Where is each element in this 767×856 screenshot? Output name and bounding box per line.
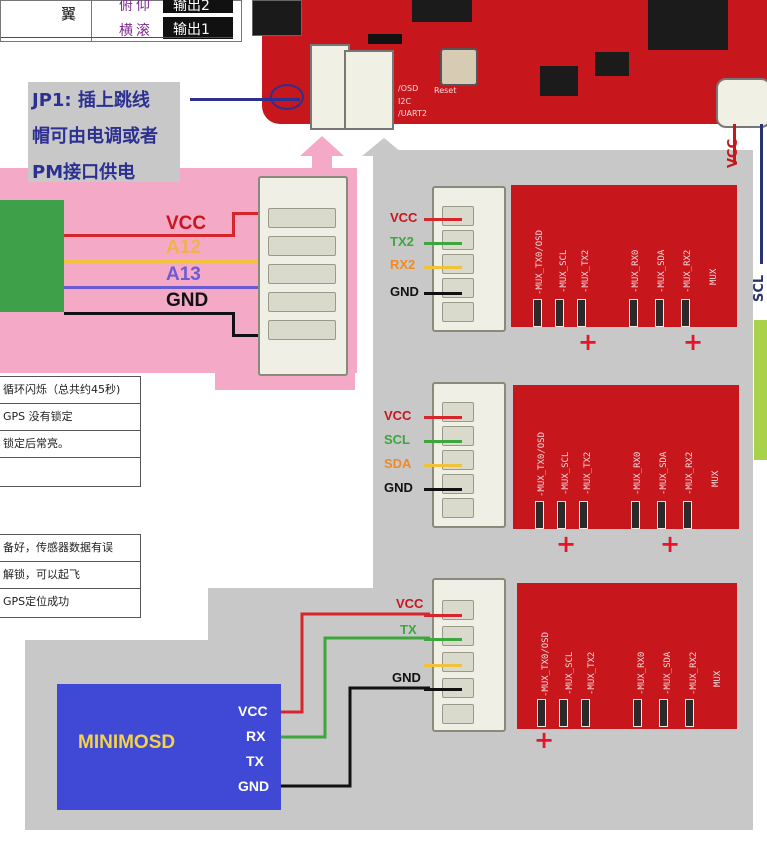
board-connector-right [716, 78, 767, 128]
top-table-cell-mid-2: 横滚 [119, 23, 153, 39]
top-table: 翼 俯仰 横滚 输出2 输出1 [0, 0, 242, 42]
pm-green-board [0, 200, 64, 312]
jp1-note-box [28, 82, 180, 182]
top-table-cell-left: 翼 [61, 5, 77, 23]
module1-label-rx2: RX2 [390, 257, 416, 272]
uart2-label: /UART2 [398, 109, 427, 118]
chip-small [595, 52, 629, 76]
top-table-cell-right-1: 输出2 [173, 0, 210, 14]
pm-wire-vcc [64, 234, 234, 237]
pink-arrow-up [300, 136, 344, 156]
module3-label-gnd: GND [392, 670, 421, 685]
chip-top [412, 0, 472, 22]
module1-pcb: -MUX_TX0/OSD -MUX_SCL -MUX_TX2 -MUX_RX0 … [511, 185, 737, 327]
top-table-cell-right-2: 输出1 [173, 22, 210, 38]
chip-main [648, 0, 728, 50]
pm-label-a13: A13 [166, 264, 201, 285]
pm-label-vcc: VCC [166, 213, 207, 234]
module3-label-vcc: VCC [396, 596, 424, 611]
header-pins [252, 0, 302, 36]
pm-label-a12: A12 [166, 237, 201, 258]
module1-label-gnd: GND [390, 284, 419, 299]
pm-connector [258, 176, 348, 376]
module2-jumper-mark-b: + [660, 530, 681, 558]
pin-black-1 [368, 34, 402, 44]
module2-connector [432, 382, 506, 528]
module2-pcb: -MUX_TX0/OSD -MUX_SCL -MUX_TX2 -MUX_RX0 … [513, 385, 739, 529]
jp1-note-line1: JP1: 插上跳线 [32, 90, 150, 111]
pink-arrow-stem [312, 154, 332, 174]
jp1-pointer-line [190, 98, 300, 101]
green-strip-right [754, 320, 767, 460]
led-table1-row1: 循环闪烁（总共约45秒) [0, 376, 141, 404]
chip-mid [540, 66, 578, 96]
i2c-label: I2C [398, 97, 412, 106]
led-table2-row3: GPS定位成功 [0, 588, 141, 618]
board-connector-i2c [344, 50, 394, 130]
module1-label-tx2: TX2 [390, 234, 414, 249]
minimosd-board [57, 684, 281, 810]
module3-connector [432, 578, 506, 732]
minimosd-pin-gnd: GND [238, 778, 270, 794]
reset-button [440, 48, 478, 86]
jp1-note-line2: 帽可由电调或者 [32, 126, 158, 147]
pm-wire-a12 [64, 260, 297, 263]
jp1-pointer-circle [270, 84, 304, 110]
module1-jumper-mark-a: + [578, 328, 599, 356]
pm-label-gnd: GND [166, 290, 209, 311]
board-connector-osd [310, 44, 350, 130]
led-table2-row2: 解锁，可以起飞 [0, 561, 141, 589]
minimosd-pin-tx: TX [246, 753, 264, 769]
top-table-cell-mid-1: 俯仰 [119, 0, 153, 14]
module3-jumper-mark: + [534, 726, 555, 754]
module2-label-gnd: GND [384, 480, 413, 495]
minimosd-title: MINIMOSD [78, 732, 176, 753]
minimosd-pin-vcc: VCC [238, 703, 268, 719]
module1-connector [432, 186, 506, 332]
jp1-note-line3: PM接口供电 [32, 162, 136, 183]
module3-label-tx: TX [400, 622, 417, 637]
led-table1-row4 [0, 457, 141, 487]
module2-label-vcc: VCC [384, 408, 412, 423]
pm-wire-gnd [64, 312, 234, 315]
minimosd-pin-rx: RX [246, 728, 266, 744]
reset-label: Reset [434, 86, 457, 95]
osd-label: /OSD [398, 84, 419, 93]
module3-pcb: -MUX_TX0/OSD -MUX_SCL -MUX_TX2 -MUX_RX0 … [517, 583, 737, 729]
module1-label-vcc: VCC [390, 210, 418, 225]
module2-label-scl: SCL [384, 432, 410, 447]
led-table1-row3: 锁定后常亮。 [0, 430, 141, 458]
module2-jumper-mark-a: + [556, 530, 577, 558]
pm-wire-a13 [64, 286, 297, 289]
module1-jumper-mark-b: + [683, 328, 704, 356]
module2-label-sda: SDA [384, 456, 412, 471]
gray-arrow-up [362, 138, 406, 156]
